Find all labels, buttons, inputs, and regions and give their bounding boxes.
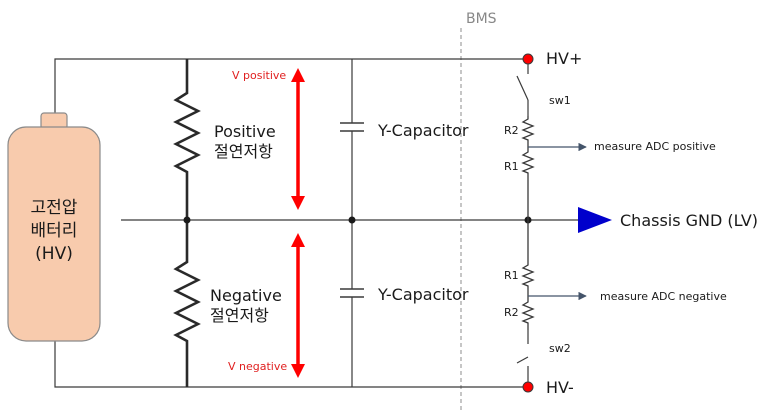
junction-dot-capacitor (348, 216, 356, 224)
v-negative-arrow (291, 233, 305, 378)
sw2-label: sw2 (549, 342, 571, 355)
v-positive-arrow (291, 68, 305, 210)
measure-negative-label: measure ADC negative (600, 290, 727, 303)
positive-resistor-label-2: 절연저항 (214, 142, 273, 161)
bms-label: BMS (466, 11, 497, 27)
r2-bottom-resistor (521, 296, 535, 330)
measure-positive-label: measure ADC positive (594, 140, 716, 153)
negative-resistor-label-1: Negative (210, 286, 282, 305)
r2-top-resistor (521, 116, 535, 147)
battery-body (7, 126, 101, 342)
hv-plus-terminal (522, 53, 534, 65)
v-positive-label: V positive (232, 69, 286, 82)
top-rail (54, 58, 528, 115)
r2-top-label: R2 (504, 124, 519, 137)
r1-top-resistor (521, 147, 535, 220)
battery-label-line3: (HV) (35, 244, 73, 264)
chassis-gnd-label: Chassis GND (LV) (620, 211, 758, 230)
y-capacitor-top (340, 59, 364, 220)
hv-minus-terminal (522, 381, 534, 393)
r1-bottom-resistor (521, 220, 535, 296)
positive-resistor-label-1: Positive (214, 122, 276, 141)
chassis-gnd-icon (578, 207, 612, 233)
v-negative-label: V negative (228, 360, 287, 373)
r2-bottom-label: R2 (504, 306, 519, 319)
switch-sw1 (516, 64, 529, 116)
y-capacitor-bottom-label: Y-Capacitor (377, 285, 469, 304)
r1-bottom-label: R1 (504, 269, 519, 282)
switch-sw2 (516, 330, 529, 382)
positive-insulation-resistor (173, 59, 201, 220)
y-capacitor-top-label: Y-Capacitor (377, 121, 469, 140)
negative-resistor-label-2: 절연저항 (210, 306, 269, 325)
y-capacitor-bottom (340, 220, 364, 387)
r1-top-label: R1 (504, 160, 519, 173)
hv-minus-label: HV- (546, 378, 574, 397)
sw1-label: sw1 (549, 94, 571, 107)
hv-plus-label: HV+ (546, 49, 582, 68)
battery-label-line2: 배터리 (31, 221, 78, 241)
negative-insulation-resistor (173, 220, 201, 387)
battery-label-line1: 고전압 (31, 198, 78, 218)
bottom-rail (54, 338, 528, 388)
junction-dot-resistor (183, 216, 191, 224)
